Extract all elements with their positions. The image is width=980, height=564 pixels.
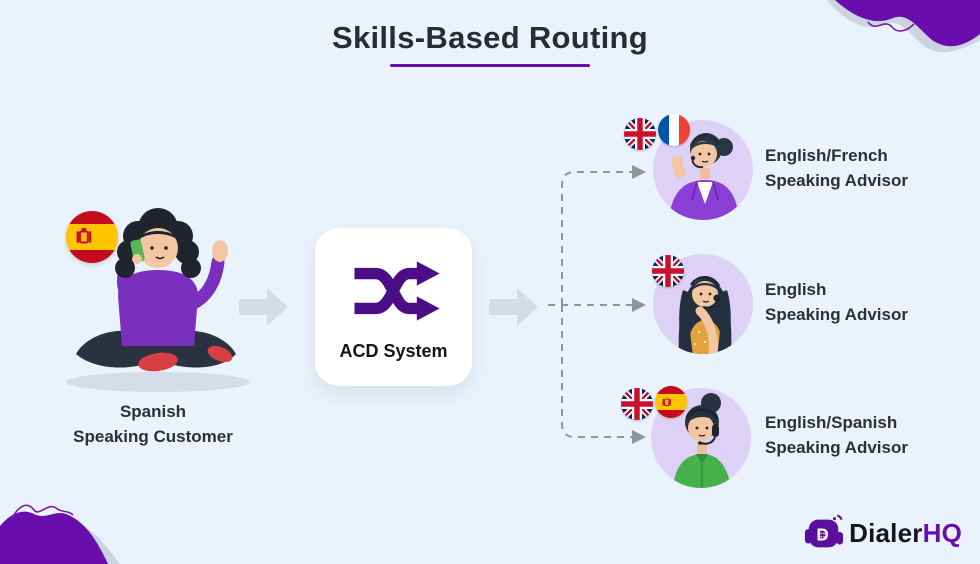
uk-flag-icon: [621, 388, 653, 420]
spain-flag-icon: [66, 211, 118, 263]
headset-icon: [689, 134, 721, 147]
customer-label-line2: Speaking Customer: [73, 427, 233, 446]
routing-connector-lines: [548, 165, 646, 444]
advisor-label-line1: English: [765, 280, 827, 299]
bottom-left-blob-decoration: [0, 504, 120, 564]
advisor-label-line2: Speaking Advisor: [765, 171, 908, 190]
acd-system-card: ACD System: [315, 228, 472, 386]
dialerhq-logo-text: DialerHQ: [849, 518, 962, 549]
headset-icon: [689, 276, 721, 287]
spain-flag-icon: [655, 386, 687, 418]
advisor-label-english-french: English/French Speaking Advisor: [765, 143, 908, 193]
dialerhq-logo-icon: D: [805, 514, 844, 548]
squiggle-line-icon: [11, 504, 74, 519]
logo-brand-primary: Dialer: [849, 517, 923, 548]
advisor-label-line1: English/Spanish: [765, 413, 898, 432]
logo-brand-accent: HQ: [922, 517, 962, 548]
top-right-blob-decoration: [827, 0, 980, 53]
france-flag-icon: [658, 114, 690, 146]
advisor-illustration: [669, 133, 739, 220]
acd-system-label: ACD System: [339, 340, 448, 361]
headset-icon: [685, 408, 719, 420]
advisor-label-line2: Speaking Advisor: [765, 305, 908, 324]
advisor-label-line2: Speaking Advisor: [765, 438, 908, 457]
title-underline: [390, 64, 590, 67]
advisor-illustration: [678, 276, 732, 354]
flow-arrow-icon: [239, 288, 288, 326]
spanish-customer-illustration: [66, 208, 250, 392]
page-title: Skills-Based Routing: [331, 20, 649, 55]
squiggle-line-icon: [867, 21, 915, 32]
customer-label-line1: Spanish: [119, 402, 187, 421]
advisor-label-english: English Speaking Advisor: [765, 277, 908, 327]
dialerhq-logo: D DialerHQ: [803, 512, 962, 554]
svg-text:D: D: [816, 525, 828, 545]
flow-arrow-icon: [489, 288, 538, 326]
advisor-label-line1: English/French: [765, 146, 888, 165]
uk-flag-icon: [652, 255, 684, 287]
advisor-illustration: [673, 393, 731, 488]
customer-label: Spanish Speaking Customer: [33, 399, 273, 449]
advisor-label-english-spanish: English/Spanish Speaking Advisor: [765, 410, 908, 460]
ground-shadow: [66, 372, 250, 392]
uk-flag-icon: [624, 118, 656, 150]
shuffle-arrows-icon: [353, 260, 440, 321]
